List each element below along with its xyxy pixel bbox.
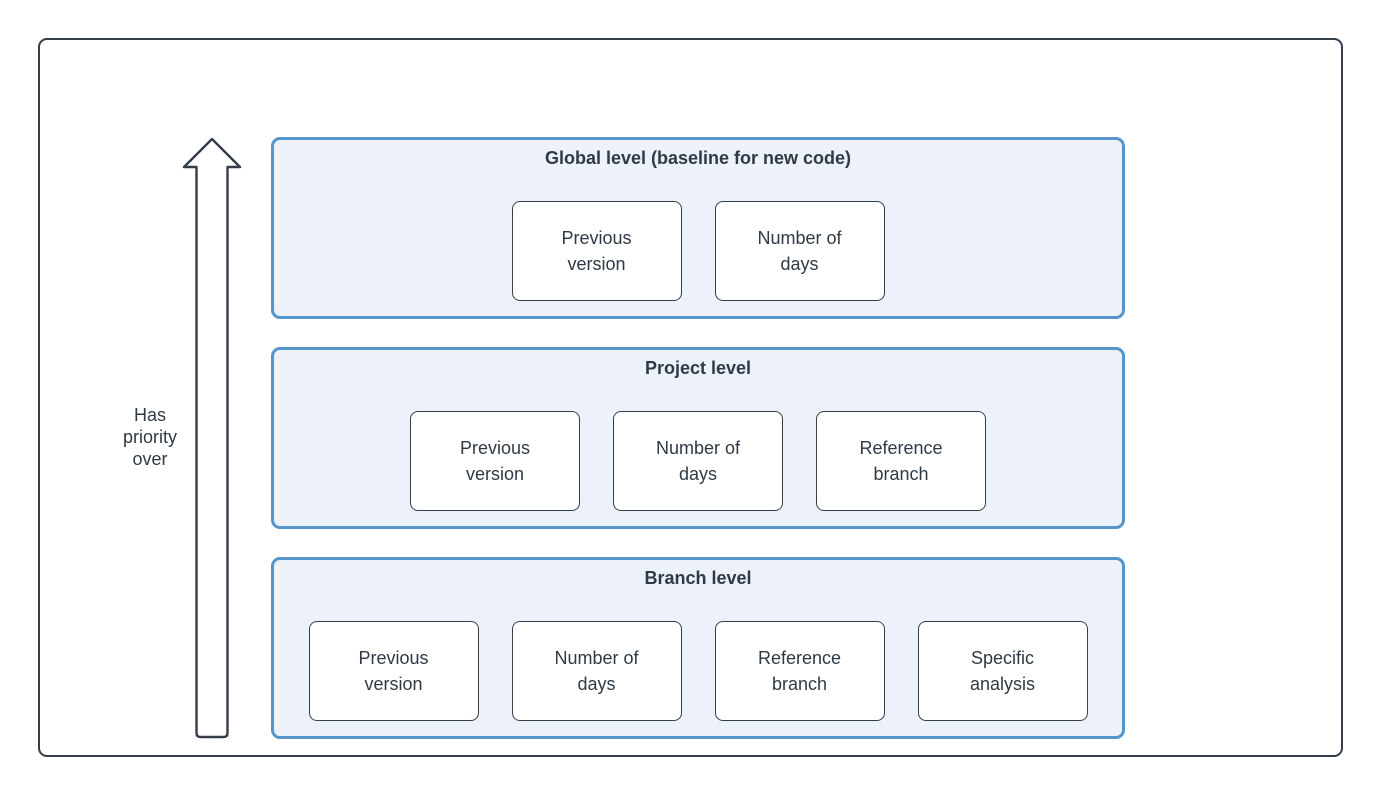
box-number-of-days: Number of days: [511, 621, 682, 721]
branch-box-row: Previous version Number of days Referenc…: [274, 621, 1122, 721]
global-box-row: Previous version Number of days: [274, 201, 1122, 301]
project-box-row: Previous version Number of days Referenc…: [274, 411, 1122, 511]
panel-branch-level: Branch level Previous version Number of …: [271, 557, 1125, 739]
box-number-of-days: Number of days: [714, 201, 885, 301]
panel-title-global: Global level (baseline for new code): [544, 148, 852, 168]
box-specific-analysis: Specific analysis: [917, 621, 1088, 721]
box-previous-version: Previous version: [308, 621, 479, 721]
box-reference-branch: Reference branch: [816, 411, 986, 511]
box-number-of-days: Number of days: [613, 411, 783, 511]
priority-up-arrow-icon: [182, 137, 242, 739]
outer-frame: Has priority over Global level (baseline…: [38, 38, 1343, 757]
box-previous-version: Previous version: [511, 201, 682, 301]
panel-title-branch: Branch level: [644, 568, 752, 588]
panel-project-level: Project level Previous version Number of…: [271, 347, 1125, 529]
box-previous-version: Previous version: [410, 411, 580, 511]
arrow-label: Has priority over: [122, 405, 177, 469]
box-reference-branch: Reference branch: [714, 621, 885, 721]
panel-global-level: Global level (baseline for new code) Pre…: [271, 137, 1125, 319]
panel-title-project: Project level: [644, 358, 752, 378]
